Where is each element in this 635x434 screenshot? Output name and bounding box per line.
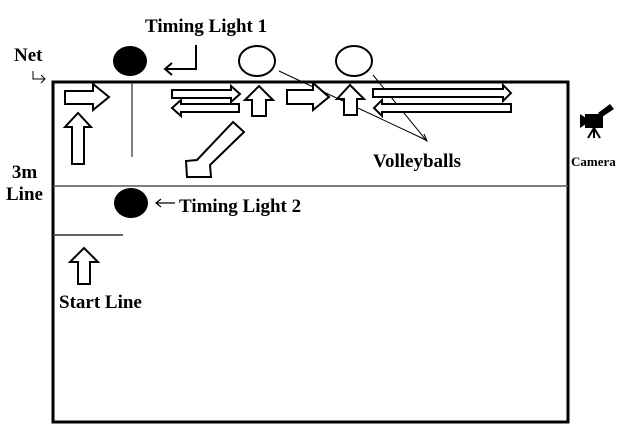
net-label: Net	[14, 45, 43, 66]
camera-label: Camera	[571, 154, 616, 169]
three-meter-line-label-line2: Line	[6, 184, 43, 205]
arrow-left-2	[372, 97, 512, 119]
arrow-up-start-1	[62, 111, 94, 165]
arrow-left-1	[170, 97, 240, 119]
timing-light-2-icon	[114, 188, 148, 218]
timing-light-1-pointer-icon	[163, 45, 197, 76]
arrow-up-2	[334, 83, 367, 116]
video-camera-icon	[580, 104, 614, 139]
three-meter-line-label-line1: 3m	[11, 162, 38, 183]
arrow-up-start-2	[67, 246, 101, 285]
volleyballs-label: Volleyballs	[373, 151, 461, 172]
volleyball-1-icon	[238, 45, 276, 77]
volleyball-pointer-head	[419, 133, 429, 143]
volleyball-2-icon	[335, 45, 373, 77]
three-meter-line-label: 3m Line	[6, 162, 43, 206]
arrow-right-4	[372, 82, 513, 104]
arrow-right-1	[64, 81, 111, 113]
timing-light-2-label: Timing Light 2	[179, 196, 302, 217]
timing-light-1-label: Timing Light 1	[145, 16, 268, 37]
arrow-right-3	[286, 80, 331, 113]
timing-light-1-icon	[113, 46, 147, 76]
net-pointer-icon	[32, 71, 46, 84]
timing-light-2-pointer-icon	[155, 198, 175, 208]
court-outline	[51, 80, 570, 424]
start-line-label: Start Line	[59, 292, 142, 313]
arrow-right-2	[171, 83, 242, 105]
arrow-up-1	[242, 84, 276, 117]
arrow-diagonal-down-left	[184, 120, 246, 178]
